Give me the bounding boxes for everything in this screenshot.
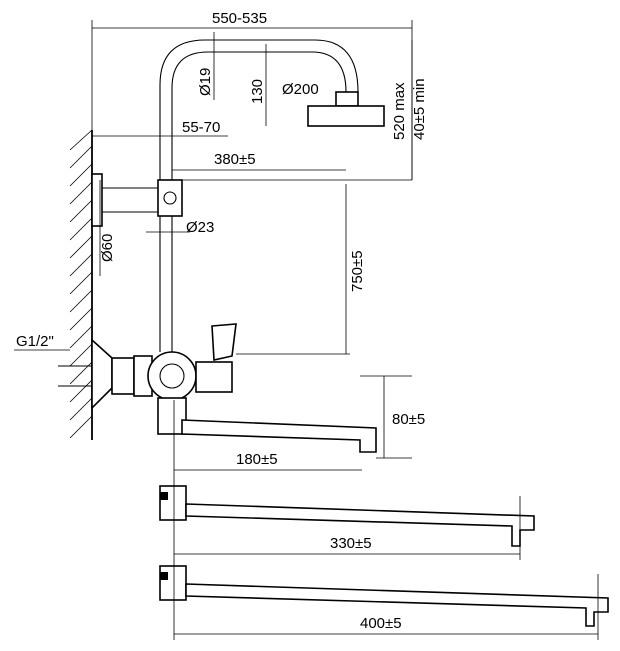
label-rod-diameter: Ø23 (186, 219, 214, 236)
dimension-flange: Ø60 (99, 180, 116, 276)
label-inlet-thread: G1/2" (16, 333, 54, 350)
mixer-body (91, 323, 237, 435)
label-spout-drop: 80±5 (392, 411, 425, 428)
label-total-height: 520 max (391, 82, 408, 140)
dimension-rod-height: 750±5 (236, 184, 366, 355)
label-spout-height: 130 (249, 79, 266, 104)
label-pipe-diameter: Ø19 (197, 68, 214, 96)
label-shower-head-diameter: Ø200 (282, 81, 319, 98)
label-flange-diameter: Ø60 (99, 234, 116, 262)
spout-short: 80±5 180±5 (174, 375, 425, 471)
label-arm-length: 380±5 (214, 151, 256, 168)
label-wall-offset: 55-70 (182, 119, 220, 136)
label-spout-short: 180±5 (236, 451, 278, 468)
label-spout-medium: 330±5 (330, 535, 372, 552)
dimension-wall-offset: 55-70 (92, 119, 228, 137)
wall (69, 129, 93, 440)
spout-long: 400±5 (159, 565, 609, 640)
inlet: G1/2" (14, 333, 92, 387)
label-spout-long: 400±5 (360, 615, 402, 632)
dimension-shower-head: Ø200 (282, 81, 319, 98)
label-total-width: 550-535 (212, 10, 267, 27)
label-rod-height: 750±5 (349, 250, 366, 292)
vertical-rod (159, 216, 173, 352)
wall-bracket (91, 173, 183, 227)
label-height-tolerance: 40±5 min (411, 78, 428, 140)
dimension-rod: Ø23 (146, 219, 214, 236)
dimension-spout-height: 130 (249, 44, 267, 126)
dimension-total-height: 520 max 40±5 min (391, 40, 428, 180)
dimension-arm-length: 380±5 (172, 151, 412, 181)
shower-pipe (159, 39, 385, 180)
dimension-pipe-diameter: Ø19 (197, 32, 215, 100)
spout-medium: 330±5 (159, 485, 535, 560)
